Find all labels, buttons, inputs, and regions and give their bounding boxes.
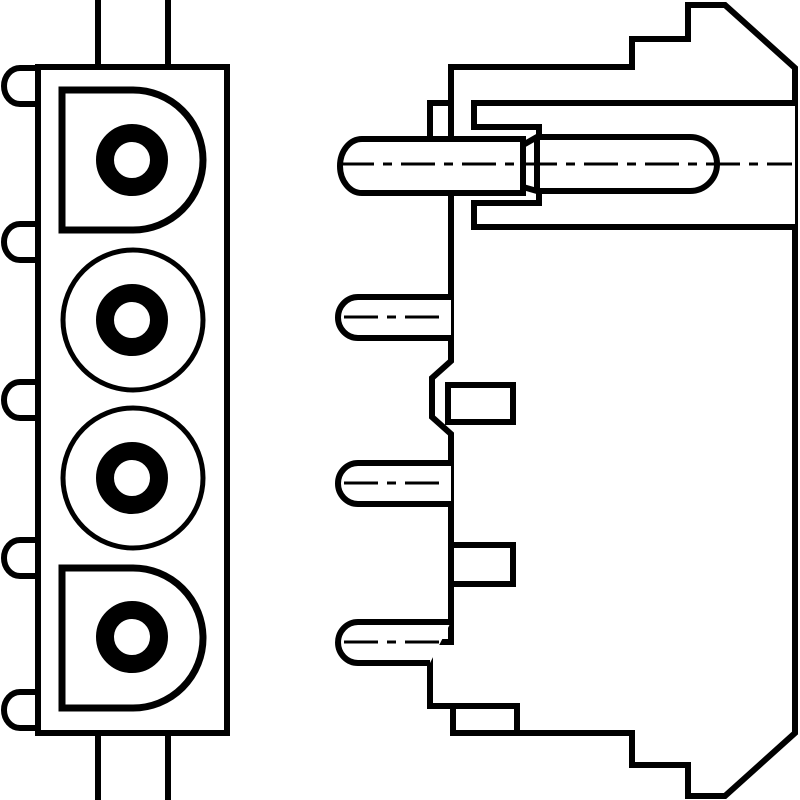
side-rib-lower [448, 542, 516, 587]
side-bump [1, 221, 38, 263]
side-bump [1, 537, 38, 579]
pin-cavity-round-2 [60, 247, 206, 393]
pin-socket-ring [96, 284, 168, 356]
front-view [1, 0, 230, 800]
side-bump [1, 689, 38, 731]
pin-1-contact [520, 134, 720, 194]
pin-socket-ring [96, 601, 168, 673]
bottom-small-tab [450, 703, 520, 736]
pin-cavity-round-3 [60, 405, 206, 551]
side-view [335, 2, 798, 799]
pin-1-tail [337, 136, 526, 196]
side-bump [1, 65, 38, 107]
pin-cavity-d-shape-4 [58, 564, 207, 712]
bottom-latch-tab [95, 730, 171, 800]
pin-cavity-d-shape-1 [58, 86, 207, 234]
side-bumps [1, 65, 38, 731]
pin-socket-ring [96, 124, 168, 196]
pin-socket-ring [96, 442, 168, 514]
side-bump [1, 379, 38, 421]
side-rib-upper [445, 382, 516, 425]
top-latch-tab [95, 0, 171, 70]
